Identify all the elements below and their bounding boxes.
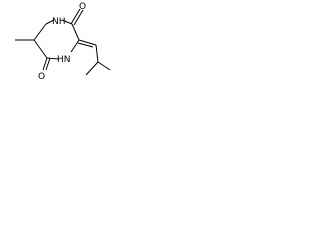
bonds [15, 8, 111, 76]
bond-c3-ch-a [78, 39, 97, 46]
bond-c2-o-top-a [70, 8, 81, 25]
bond-c2-o-top-b [73, 9, 84, 26]
bond-n-top-c2 [61, 19, 73, 25]
bond-ch-ch [95, 44, 99, 63]
atom-label-o-top: O [79, 2, 86, 12]
bond-c4-c6 [33, 39, 48, 59]
bond-n-bottom-c4 [46, 57, 59, 60]
atom-label-n-bottom: HN [57, 55, 71, 65]
bond-c4-o-bottom-a [42, 57, 48, 71]
atom-label-n-top: NH [52, 17, 66, 27]
bond-c4-o-bottom-b [45, 57, 51, 71]
atom-label-o-bottom: O [38, 72, 45, 82]
bond-ch-methyl-a [97, 61, 111, 71]
bond-ch-methyl-b [85, 61, 99, 76]
atom-labels: NH HN O O [38, 2, 86, 82]
bond-c3-n-bottom [70, 39, 80, 53]
molecule-structure: NH HN O O [15, 2, 111, 82]
bond-c2-c3 [71, 23, 80, 41]
bond-c6-c1 [33, 23, 47, 41]
bond-c1-n-top [45, 19, 55, 25]
bond-c3-ch-b [77, 42, 94, 48]
